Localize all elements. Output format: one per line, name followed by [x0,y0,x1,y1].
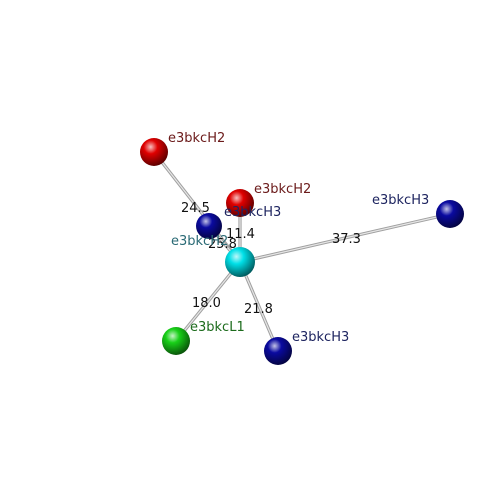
atom-label-cyan-center: e3bkcH2 [171,234,228,249]
atom-label-red-top-left: e3bkcH2 [168,131,225,146]
atom-green-bottom-left[interactable] [162,327,190,355]
distance-label: 21.8 [244,302,273,317]
atom-label-blue-right: e3bkcH3 [372,193,429,208]
distance-label: 25.8 [208,237,237,252]
atom-label-blue-mid: e3bkcH3 [224,205,281,220]
atom-blue-right[interactable] [436,200,464,228]
distance-label: 37.3 [332,232,361,247]
distance-label: 24.5 [181,201,210,216]
bond-highlight-blue-right [239,213,451,263]
atom-label-green-bottom-left: e3bkcL1 [190,320,245,335]
atom-red-top-left[interactable] [140,138,168,166]
atom-blue-mid[interactable] [196,213,222,239]
atoms-layer [140,138,464,365]
atom-red-mid[interactable] [226,189,254,217]
bond-highlight-green-bottom-left [175,261,241,342]
atom-blue-bottom[interactable] [264,337,292,365]
atom-labels-layer: e3bkcH2 e3bkcH2 e3bkcH3 e3bkcH3 e3bkcH3 e3bkc… [168,131,429,345]
distance-label: 18.0 [192,296,221,311]
distance-labels-layer: 24.5 11.425.8 37.3 21.8 18.0 [181,201,361,317]
bond-highlight-blue-bottom [239,261,279,352]
atom-cyan-center[interactable] [225,247,255,277]
atom-label-red-mid: e3bkcH2 [254,182,311,197]
distance-label: 11.4 [226,227,255,242]
atom-label-blue-bottom: e3bkcH3 [292,330,349,345]
